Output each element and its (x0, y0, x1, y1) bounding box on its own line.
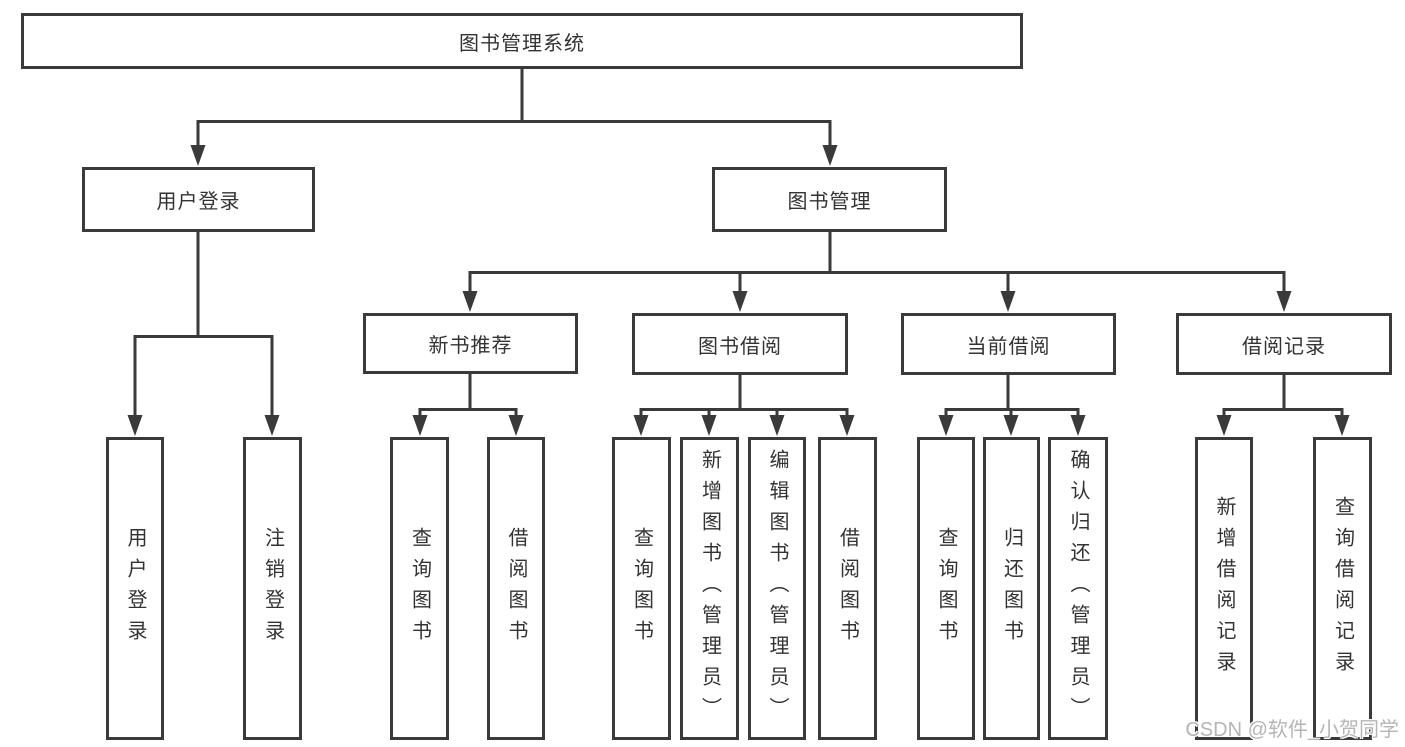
node-label: 用户登录 (156, 191, 241, 213)
node-label: 图书管理 (787, 191, 872, 213)
leaf-query-books-current: 查询图书 (917, 437, 975, 740)
leaf-borrow-books-recommend: 借阅图书 (487, 437, 545, 740)
node-label: 图书管理系统 (459, 32, 585, 55)
node-borrowing-records: 借阅记录 (1176, 313, 1392, 375)
node-label: 借阅记录 (1242, 335, 1326, 358)
node-new-book-recommendation: 新书推荐 (363, 313, 578, 374)
leaf-query-books-borrowing: 查询图书 (612, 437, 671, 740)
leaf-label: 借阅图书 (836, 526, 859, 651)
leaf-borrow-books-borrowing: 借阅图书 (818, 437, 877, 740)
node-label: 图书借阅 (698, 335, 782, 358)
leaf-label: 查询图书 (408, 526, 431, 651)
leaf-label: 借阅图书 (505, 526, 527, 651)
leaf-label: 用户登录 (124, 526, 146, 651)
leaf-label: 新增借阅记录 (1213, 495, 1235, 682)
node-label: 新书推荐 (428, 335, 513, 357)
leaf-return-books: 归还图书 (983, 437, 1040, 740)
leaf-label: 归还图书 (1000, 526, 1023, 651)
watermark-text: CSDN @软件_小贺同学 (1185, 719, 1399, 741)
node-library-management-system: 图书管理系统 (21, 13, 1023, 69)
node-current-borrowing: 当前借阅 (901, 313, 1116, 375)
leaf-query-books-recommend: 查询图书 (390, 437, 449, 740)
leaf-label: 查询图书 (935, 526, 957, 651)
node-book-management: 图书管理 (712, 167, 947, 232)
leaf-label: 编辑图书（管理员） (766, 449, 788, 728)
leaf-confirm-return-admin: 确认归还（管理员） (1048, 437, 1108, 740)
leaf-add-books-admin: 新增图书（管理员） (680, 437, 739, 740)
leaf-add-borrow-record: 新增借阅记录 (1195, 437, 1253, 740)
leaf-logout-login: 注销登录 (243, 437, 302, 740)
node-user-login: 用户登录 (82, 167, 315, 232)
leaf-edit-books-admin: 编辑图书（管理员） (748, 437, 806, 740)
leaf-query-borrow-record: 查询借阅记录 (1313, 437, 1372, 740)
leaf-label: 注销登录 (261, 526, 284, 651)
leaf-label: 确认归还（管理员） (1067, 449, 1089, 728)
leaf-user-login: 用户登录 (106, 437, 164, 740)
leaf-label: 查询图书 (630, 526, 653, 651)
node-book-borrowing: 图书借阅 (632, 313, 848, 375)
leaf-label: 查询借阅记录 (1331, 495, 1354, 682)
node-label: 当前借阅 (966, 335, 1051, 358)
leaf-label: 新增图书（管理员） (698, 449, 721, 728)
